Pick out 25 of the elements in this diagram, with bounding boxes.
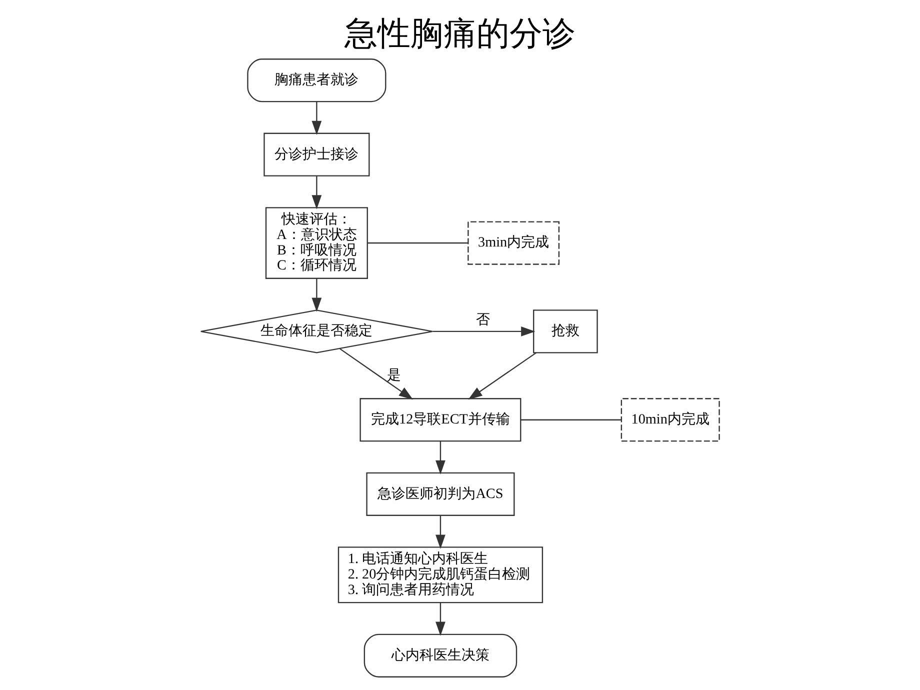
arrow	[312, 278, 322, 312]
node-box: 完成12导联ECT并传输	[360, 398, 522, 442]
node-box: 急诊医师初判为ACS	[366, 472, 515, 516]
edge-label: 否	[476, 312, 490, 328]
node-box: 分诊护士接诊	[264, 132, 370, 176]
node-box: 3min内完成	[468, 221, 560, 265]
node-box: 1. 电话通知心内科医生 2. 20分钟内完成肌钙蛋白检测 3. 询问患者用药情况	[338, 546, 544, 604]
node-box: 快速评估： A：意识状态 B：呼吸情况 C：循环情况	[265, 207, 368, 279]
node-box: 心内科医生决策	[364, 634, 518, 678]
connector	[367, 242, 468, 244]
arrow	[312, 102, 322, 135]
arrow	[436, 516, 446, 549]
arrow	[468, 352, 536, 400]
arrow	[436, 602, 446, 636]
node-box: 10min内完成	[620, 398, 720, 442]
arrow	[312, 176, 322, 210]
arrow	[340, 348, 414, 400]
edge-label: 是	[386, 367, 401, 384]
node-box: 胸痛患者就诊	[247, 58, 386, 102]
connector	[520, 419, 622, 420]
arrow	[436, 441, 446, 475]
node-box: 抢救	[533, 310, 598, 354]
arrow	[432, 326, 536, 336]
node-diamond: 生命体征是否稳定	[200, 310, 434, 354]
diagram-title: 急性胸痛的分诊	[344, 16, 576, 52]
